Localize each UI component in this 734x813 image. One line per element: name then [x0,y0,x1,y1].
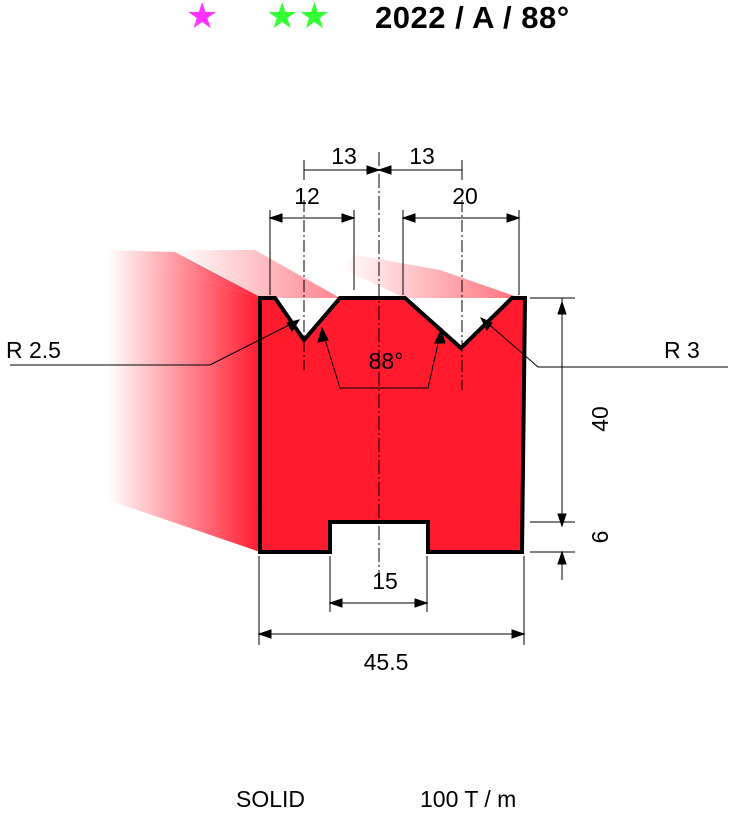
slot-width-label: 15 [372,568,398,594]
angle-indicator [317,326,446,389]
dim-top-right-half: 13 [409,143,435,169]
depth-shading-top-3 [340,255,520,298]
base-height-label: 6 [587,531,613,544]
depth-shading [108,250,260,552]
dim-left-v-width: 12 [294,183,320,209]
total-width-label: 45.5 [364,649,409,675]
die-profile [258,296,528,554]
dim-top-left-half: 13 [331,143,357,169]
angle-label: 88° [369,348,404,374]
left-radius-label: R 2.5 [6,337,61,363]
right-radius-label: R 3 [664,337,700,363]
green-stars-icon: ★★ [266,0,331,36]
height-label: 40 [587,406,613,432]
radius-leaders [10,316,728,368]
dim-right-v-width: 20 [452,183,478,209]
dimension-lines [257,165,567,639]
page-title: 2022 / A / 88° [375,0,570,35]
depth-shading-top-2 [175,250,340,298]
footer-type: SOLID [236,786,306,812]
footer-capacity: 100 T / m [420,786,517,812]
magenta-star-icon: ★ [186,0,219,36]
depth-shading-top-1 [108,250,262,298]
